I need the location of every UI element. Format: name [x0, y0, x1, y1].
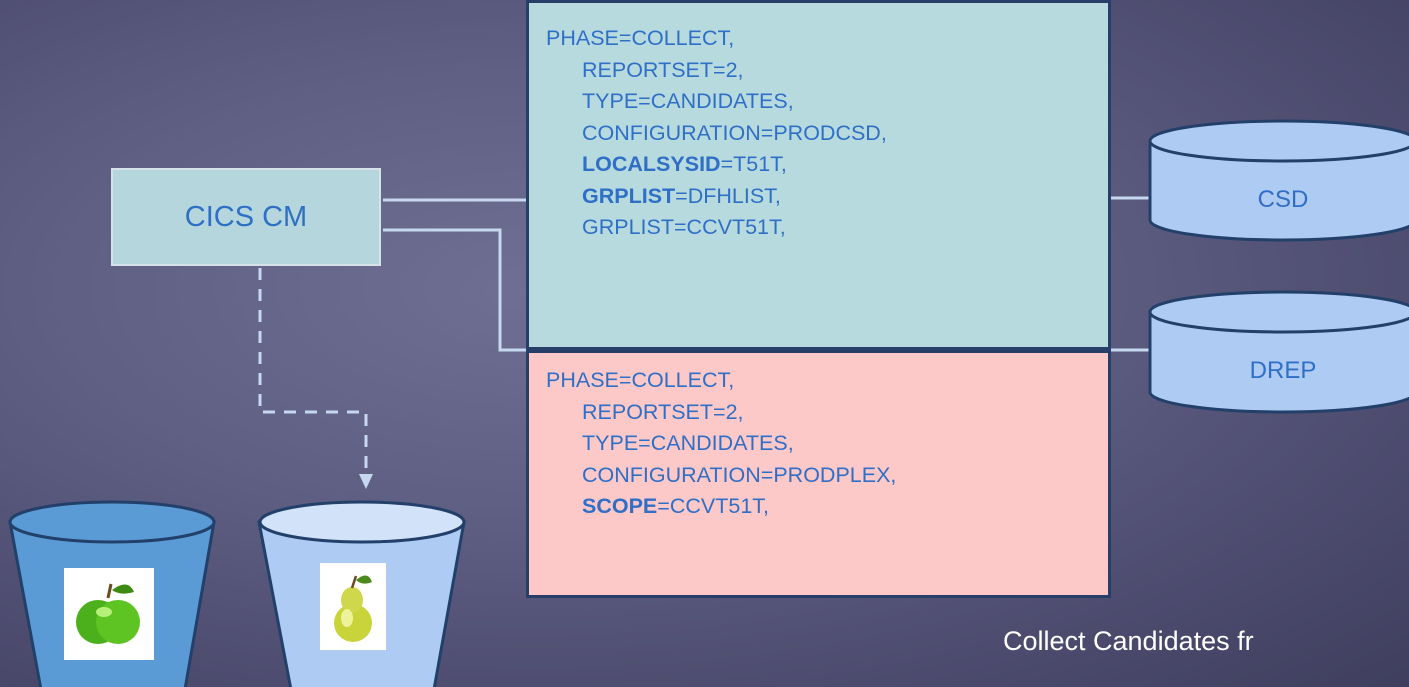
- param-line: CONFIGURATION=PRODCSD,: [546, 118, 1108, 150]
- drep-cylinder: [1148, 290, 1409, 414]
- param-value: =2,: [713, 399, 744, 424]
- param-key: REPORTSET: [582, 399, 714, 424]
- param-value: =T51T,: [720, 152, 787, 176]
- param-line: SCOPE=CCVT51T,: [546, 491, 1108, 523]
- cics-cm-box: CICS CM: [111, 168, 381, 266]
- param-line: PHASE=COLLECT,: [546, 365, 1108, 397]
- param-key: TYPE: [582, 89, 639, 113]
- bucket-apple: [8, 500, 216, 687]
- param-line: GRPLIST=CCVT51T,: [546, 212, 1108, 244]
- param-line: REPORTSET=2,: [546, 55, 1108, 87]
- param-key: PHASE: [546, 368, 619, 392]
- arrow-head-icon: [359, 474, 373, 489]
- param-value: =CCVT51T,: [657, 494, 770, 518]
- param-key: GRPLIST: [582, 183, 676, 208]
- csd-label: CSD: [1257, 186, 1309, 213]
- param-line: LOCALSYSID=T51T,: [546, 149, 1108, 181]
- collect-drep-parameters: PHASE=COLLECT,REPORTSET=2,TYPE=CANDIDATE…: [526, 350, 1111, 598]
- param-key: CONFIGURATION: [582, 462, 761, 487]
- csd-cylinder-body: [1148, 141, 1409, 242]
- param-value: =CCVT51T,: [674, 215, 786, 239]
- collect-csd-parameters: PHASE=COLLECT,REPORTSET=2,TYPE=CANDIDATE…: [526, 0, 1111, 350]
- pear-icon: [334, 575, 372, 642]
- dashed-arrow-line: [258, 268, 368, 480]
- green-apple-icon: [76, 583, 140, 644]
- bucket-apple-rim: [8, 500, 216, 544]
- param-line: CONFIGURATION=PRODPLEX,: [546, 460, 1108, 492]
- param-line: TYPE=CANDIDATES,: [546, 86, 1108, 118]
- connector-lines: [383, 196, 1150, 352]
- param-line: PHASE=COLLECT,: [546, 23, 1108, 55]
- output-arrow: [258, 268, 373, 489]
- param-key: GRPLIST: [582, 215, 674, 239]
- param-value: =DFHLIST,: [675, 183, 781, 208]
- param-key: REPORTSET: [582, 57, 714, 82]
- connector-cics-to-drep-params: [383, 228, 526, 352]
- param-line: TYPE=CANDIDATES,: [546, 428, 1108, 460]
- param-line: REPORTSET=2,: [546, 397, 1108, 429]
- bucket-pear-rim: [258, 500, 466, 544]
- cics-cm-label: CICS CM: [184, 200, 308, 233]
- param-value: =CANDIDATES,: [638, 89, 794, 113]
- param-value: =COLLECT,: [618, 368, 735, 392]
- param-key: TYPE: [582, 431, 639, 455]
- drep-label: DREP: [1249, 357, 1317, 384]
- param-key: SCOPE: [582, 494, 658, 518]
- caption-text: Collect Candidates fr: [1003, 626, 1254, 656]
- param-key: LOCALSYSID: [582, 152, 721, 176]
- bucket-pear: [257, 500, 466, 687]
- param-key: PHASE: [546, 26, 619, 50]
- param-key: CONFIGURATION: [582, 120, 761, 145]
- drep-cylinder-body: [1148, 312, 1409, 414]
- param-value: =PRODCSD,: [760, 120, 887, 145]
- param-value: =PRODPLEX,: [760, 462, 897, 487]
- param-value: =2,: [713, 57, 744, 82]
- drep-cylinder-top: [1148, 290, 1409, 334]
- csd-cylinder: [1148, 119, 1409, 242]
- param-value: =COLLECT,: [618, 26, 735, 50]
- param-value: =CANDIDATES,: [638, 431, 794, 455]
- csd-cylinder-top: [1148, 119, 1409, 163]
- param-line: GRPLIST=DFHLIST,: [546, 181, 1108, 213]
